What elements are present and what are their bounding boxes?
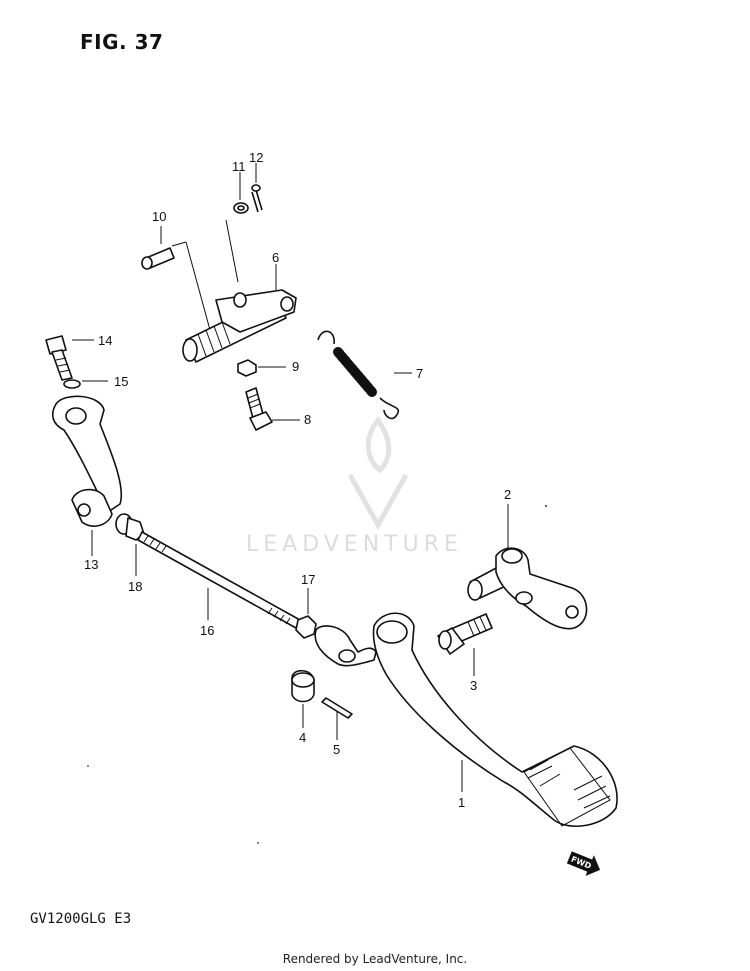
callout-11: 11 xyxy=(232,159,246,174)
callout-8: 8 xyxy=(304,412,311,427)
callout-14: 14 xyxy=(98,333,112,348)
part-4-cap xyxy=(291,669,315,703)
footer-credit: Rendered by LeadVenture, Inc. xyxy=(282,952,468,966)
part-15-washer xyxy=(63,379,81,389)
callout-1: 1 xyxy=(458,795,465,810)
callout-5: 5 xyxy=(333,742,340,757)
part-10-clevis-pin xyxy=(141,247,175,270)
callout-18: 18 xyxy=(128,579,142,594)
part-5-cotter-pin xyxy=(321,697,353,719)
figure-title: FIG. 37 xyxy=(80,30,164,54)
part-11-washer xyxy=(233,202,249,214)
callout-17: 17 xyxy=(301,572,315,587)
part-2-pivot-bracket xyxy=(467,547,588,630)
callout-10: 10 xyxy=(152,209,166,224)
part-3-bolt xyxy=(437,613,493,655)
part-13-brake-lever-arm xyxy=(51,395,122,527)
callout-12: 12 xyxy=(249,150,263,165)
part-8-bolt xyxy=(245,387,273,431)
callout-2: 2 xyxy=(504,487,511,502)
callout-7: 7 xyxy=(416,366,423,381)
scan-specks xyxy=(87,505,547,844)
callout-4: 4 xyxy=(299,730,306,745)
part-9-nut xyxy=(237,359,257,377)
model-code: GV1200GLG E3 xyxy=(30,911,132,927)
callout-16: 16 xyxy=(200,623,214,638)
callout-15: 15 xyxy=(114,374,128,389)
callout-3: 3 xyxy=(470,678,477,693)
callout-6: 6 xyxy=(272,250,279,265)
part-18-nut xyxy=(115,513,145,541)
part-17-nut xyxy=(295,615,317,639)
part-7-return-spring xyxy=(317,330,400,420)
part-1-brake-pedal xyxy=(314,612,618,828)
forward-arrow-icon: FWD xyxy=(566,851,601,877)
watermark-text: LEADVENTURE xyxy=(246,532,463,557)
callout-labels: 1 2 3 4 5 6 7 8 9 10 11 12 13 14 15 16 1… xyxy=(84,150,511,810)
part-6-brake-shaft xyxy=(182,289,297,363)
callout-9: 9 xyxy=(292,359,299,374)
part-14-bolt xyxy=(45,335,73,381)
callout-13: 13 xyxy=(84,557,98,572)
flame-v-logo-icon xyxy=(347,415,409,531)
part-12-cotter-pin xyxy=(251,184,263,213)
